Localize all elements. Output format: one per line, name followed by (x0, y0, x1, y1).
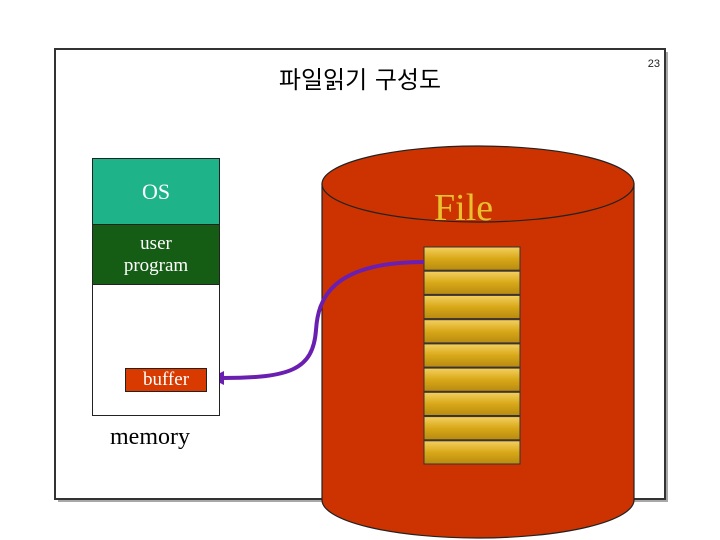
file-record (423, 319, 521, 344)
file-record (423, 367, 521, 392)
user-program-segment: user program (93, 225, 219, 285)
file-record (423, 294, 521, 320)
slide-title: 파일읽기 구성도 (278, 66, 442, 94)
file-cylinder-top (321, 145, 635, 223)
file-record (423, 391, 521, 416)
file-records (423, 246, 521, 465)
buffer-box: buffer (125, 368, 207, 392)
file-record (423, 246, 521, 271)
os-segment: OS (93, 159, 219, 225)
buffer-label: buffer (142, 369, 190, 390)
file-record (423, 270, 521, 295)
record-to-buffer-arrow (221, 260, 425, 380)
file-record (423, 343, 521, 368)
file-record (423, 416, 521, 441)
file-record (423, 440, 521, 465)
page-number: 23 (647, 58, 660, 70)
user-program-label-line1: user (140, 233, 172, 254)
os-label: OS (141, 179, 171, 204)
file-label: File (434, 187, 494, 229)
memory-caption: memory (110, 424, 190, 450)
user-program-label-line2: program (123, 255, 189, 276)
